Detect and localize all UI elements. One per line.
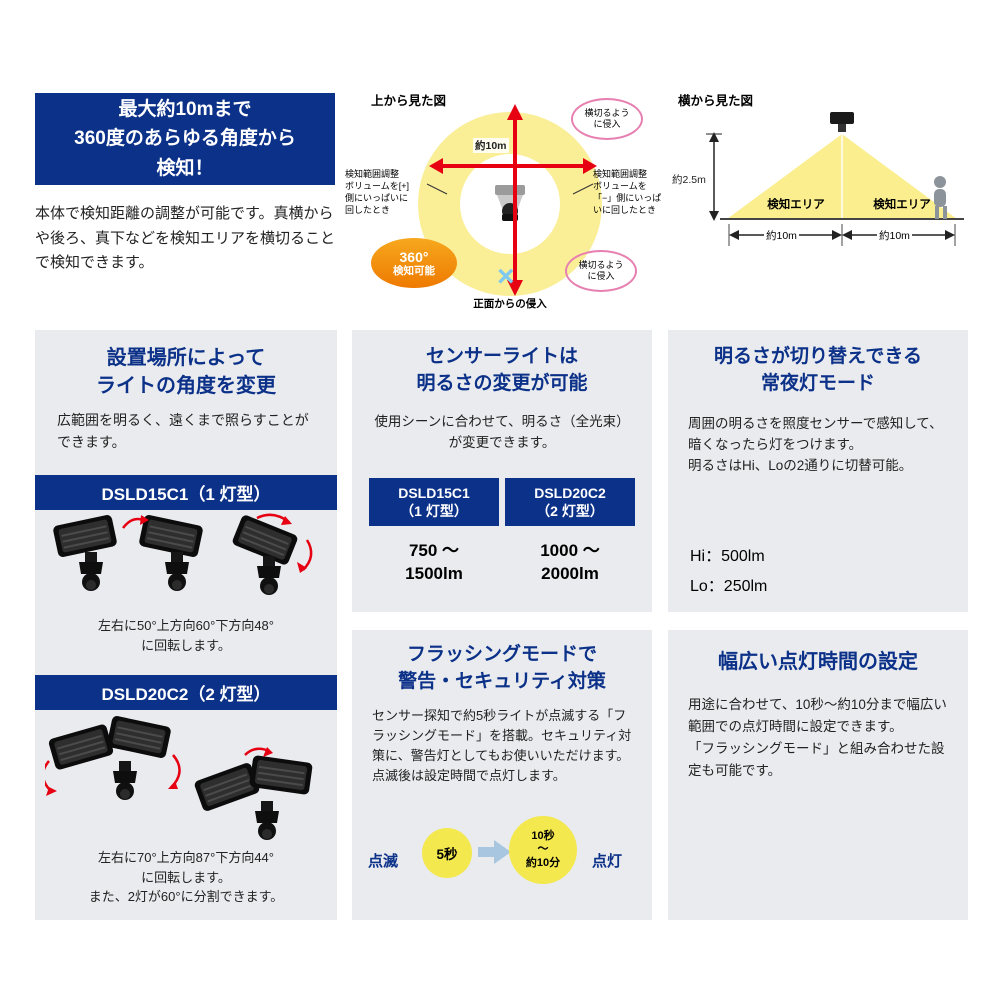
front-intrusion-label: 正面からの侵入 bbox=[473, 298, 547, 310]
card-duration: 幅広い点灯時間の設定 用途に合わせて、10秒～約10分まで幅広い範囲での点灯時間… bbox=[668, 630, 968, 920]
top-view-svg bbox=[418, 104, 602, 296]
height-label: 約2.5m bbox=[672, 174, 706, 186]
width-right-label: 約10m bbox=[877, 228, 912, 243]
product-image-1 bbox=[51, 512, 313, 595]
flashing-card-body: センサー探知で約5秒ライトが点滅する「フラッシングモード」を搭載。セキュリティ対… bbox=[372, 708, 632, 784]
cross-intrusion-bottom: 横切るよう に侵入 bbox=[565, 250, 637, 292]
rotation-arrow-icon bbox=[122, 513, 313, 573]
height-arrow-icon bbox=[706, 132, 722, 221]
badge-360: 360° 検知可能 bbox=[371, 238, 457, 288]
angle-card-title: 設置場所によって ライトの角度を変更 bbox=[96, 347, 276, 397]
hero-headline: 最大約10mまで 360度のあらゆる角度から 検知！ bbox=[74, 98, 296, 179]
model2-caption: 左右に70°上方向87°下方向44° に回転します。 また、2灯が60°に分割で… bbox=[88, 850, 284, 904]
model1-caption: 左右に50°上方向60°下方向48° に回転します。 bbox=[98, 618, 274, 653]
nightlight-card-title: 明るさが切り替えできる 常夜灯モード bbox=[713, 346, 923, 394]
side-view-diagram: 横から見た図 bbox=[672, 84, 972, 262]
brightness-item-2-value: 1000 ～ 2000lm bbox=[540, 541, 600, 583]
side-view-svg bbox=[706, 112, 964, 246]
flow-arrow-icon bbox=[478, 840, 511, 864]
brightness-card-body: 使用シーンに合わせて、明るさ（全光束）が変更できます。 bbox=[374, 414, 630, 450]
nightlight-hi: Hi：500lm bbox=[690, 548, 765, 565]
hero-body: 本体で検知距離の調整が可能です。真横からや後ろ、真下などを検知エリアを横切ること… bbox=[35, 205, 336, 272]
volume-minus-note: 検知範囲調整 ボリュームを 「−」側にいっぱ いに回したとき bbox=[593, 169, 662, 216]
detection-area-right-label: 検知エリア bbox=[873, 199, 931, 211]
top-view-diagram: 上から見た図 約10m 検知範囲調整 ボリュームを[+] 側にいっぱいに 回した… bbox=[345, 82, 675, 334]
rotation-arrow-icon bbox=[244, 747, 273, 757]
flashing-card-title: フラッシングモードで 警告・セキュリティ対策 bbox=[398, 644, 606, 692]
cross-intrusion-top: 横切るよう に侵入 bbox=[571, 98, 643, 140]
card-nightlight: 明るさが切り替えできる 常夜灯モード 周囲の明るさを照度センサーで感知して、暗く… bbox=[668, 330, 968, 612]
rotation-arrow-icon bbox=[45, 754, 181, 796]
flow-start-label: 点滅 bbox=[368, 853, 399, 870]
flow-duration-circle: 10秒 ～ 約10分 bbox=[509, 816, 577, 884]
distance-label: 約10m bbox=[473, 138, 509, 153]
card-flashing: フラッシングモードで 警告・セキュリティ対策 センサー探知で約5秒ライトが点滅す… bbox=[352, 630, 652, 920]
model2-header: DSLD20C2（2 灯型） bbox=[35, 675, 337, 710]
sensor-side-icon bbox=[830, 112, 854, 132]
product-image-2 bbox=[45, 714, 314, 840]
side-view-title: 横から見た図 bbox=[678, 94, 754, 108]
duration-card-body: 用途に合わせて、10秒～約10分まで幅広い範囲での点灯時間に設定できます。 「フ… bbox=[688, 697, 947, 778]
nightlight-lo: Lo：250lm bbox=[690, 578, 768, 595]
brightness-item-2-header: DSLD20C2 （2 灯型） bbox=[505, 478, 635, 526]
model1-header: DSLD15C1（1 灯型） bbox=[35, 475, 337, 510]
front-intrusion-x-icon: × bbox=[497, 260, 515, 293]
brightness-item-1-header: DSLD15C1 （1 灯型） bbox=[369, 478, 499, 526]
volume-plus-note: 検知範囲調整 ボリュームを[+] 側にいっぱいに 回したとき bbox=[345, 169, 409, 216]
detection-area-left-label: 検知エリア bbox=[767, 199, 825, 211]
card-brightness: センサーライトは 明るさの変更が可能 使用シーンに合わせて、明るさ（全光束）が変… bbox=[352, 330, 652, 612]
angle-card-body: 広範囲を明るく、遠くまで照らすことができます。 bbox=[57, 412, 309, 450]
duration-card-title: 幅広い点灯時間の設定 bbox=[718, 651, 918, 673]
card-angle: 設置場所によって ライトの角度を変更 広範囲を明るく、遠くまで照らすことができま… bbox=[35, 330, 337, 920]
top-view-title: 上から見た図 bbox=[371, 94, 447, 108]
width-arrows-icon bbox=[728, 224, 956, 246]
person-icon bbox=[934, 176, 947, 219]
flow-end-label: 点灯 bbox=[592, 853, 623, 870]
brightness-item-1-value: 750 ～ 1500lm bbox=[405, 541, 463, 583]
nightlight-card-body: 周囲の明るさを照度センサーで感知して、暗くなったら灯をつけます。 明るさはHi、… bbox=[688, 416, 943, 473]
brightness-card-title: センサーライトは 明るさの変更が可能 bbox=[416, 346, 588, 394]
flow-seconds-circle: 5秒 bbox=[422, 828, 472, 878]
width-left-label: 約10m bbox=[764, 228, 799, 243]
red-cross-arrows-icon bbox=[429, 104, 597, 296]
hero-headline-box: 最大約10mまで 360度のあらゆる角度から 検知！ bbox=[35, 93, 335, 185]
